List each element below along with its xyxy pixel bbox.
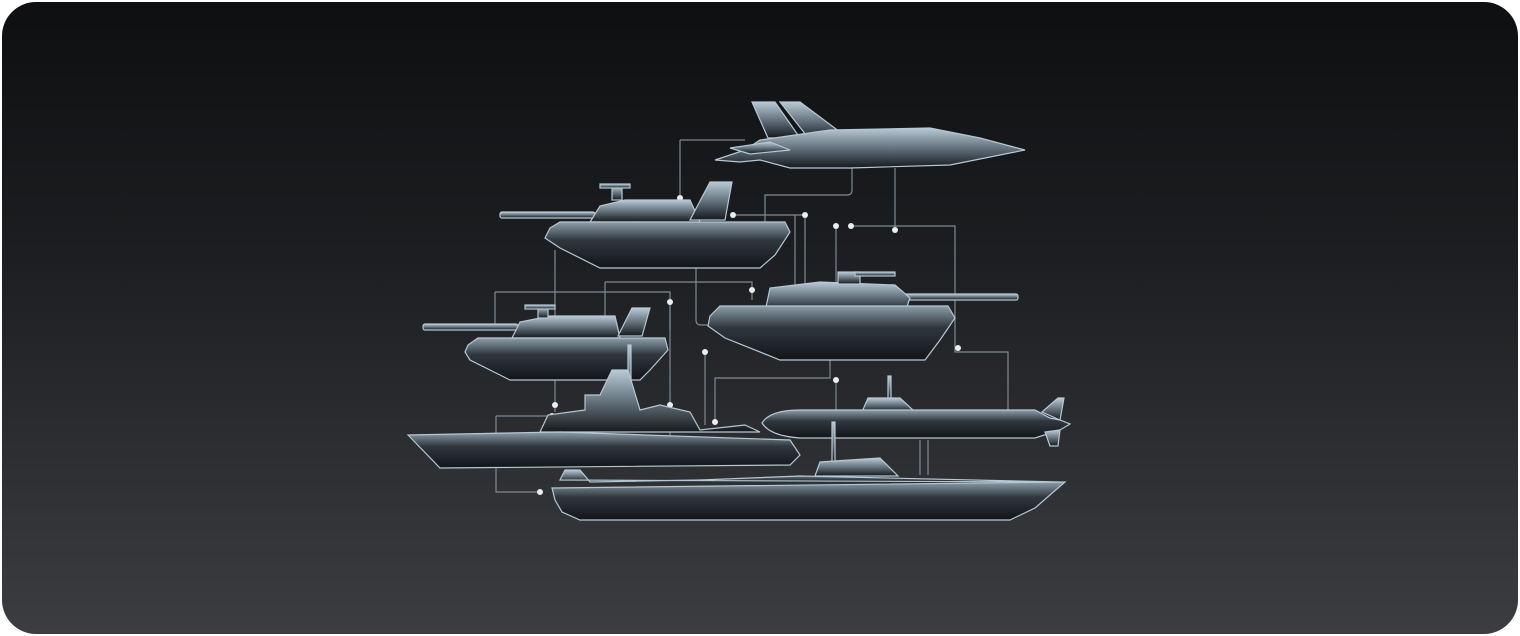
destroyer-ship — [406, 344, 801, 469]
submarine — [761, 375, 1072, 447]
tank-upper — [499, 181, 791, 269]
fighter-jet — [714, 101, 1026, 169]
tank-right — [707, 271, 1019, 361]
patrol-ship — [551, 421, 1067, 521]
